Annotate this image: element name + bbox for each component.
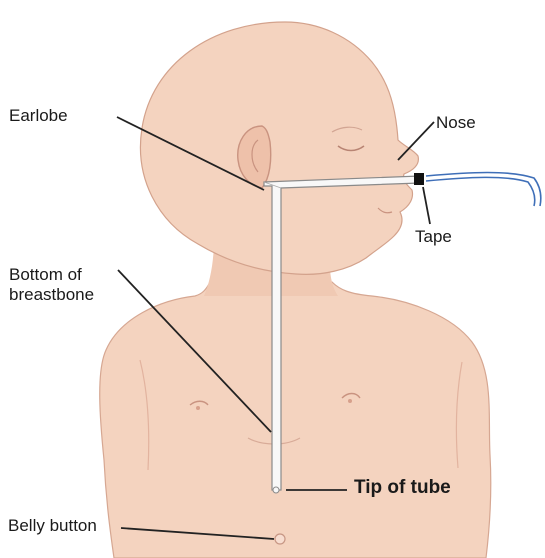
belly-button	[275, 534, 285, 544]
extension-tubing	[426, 173, 541, 207]
breastbone-label: Bottom of breastbone	[9, 265, 94, 305]
breastbone-label-line2: breastbone	[9, 285, 94, 305]
tube-tip-label: Tip of tube	[354, 477, 451, 499]
tape-strip	[414, 173, 424, 185]
tube-tip	[273, 487, 279, 493]
belly-button-label: Belly button	[8, 516, 97, 536]
tape-label: Tape	[415, 227, 452, 247]
tape-leader	[423, 187, 430, 224]
earlobe-label: Earlobe	[9, 106, 68, 126]
infant-torso	[100, 282, 491, 558]
nose-label: Nose	[436, 113, 476, 133]
breastbone-label-line1: Bottom of	[9, 265, 94, 285]
